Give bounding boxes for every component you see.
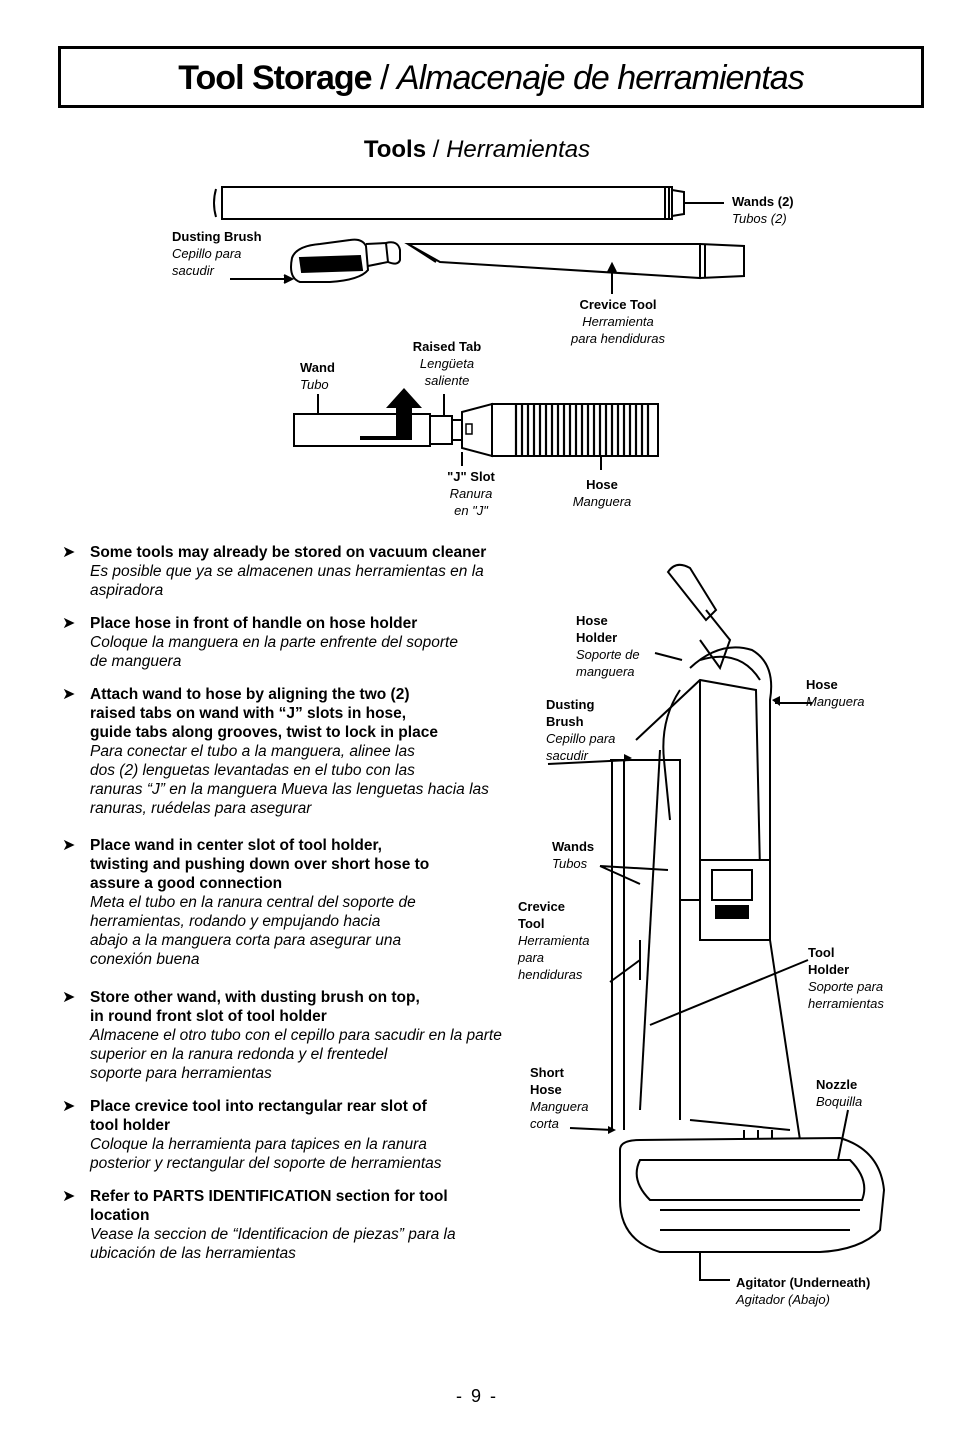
label-crevice-tool-top: Crevice Tool Herramienta para hendiduras (571, 297, 665, 346)
label-short-hose: Short Hose Manguera corta (530, 1065, 589, 1131)
bullet-arrow-icon: ➤ (62, 1188, 76, 1205)
label-dusting-brush-vacuum: Dusting Brush Cepillo para sacudir (546, 697, 616, 763)
title-box: Tool Storage / Almacenaje de herramienta… (58, 46, 924, 108)
instruction-7: ➤ Refer to PARTS IDENTIFICATION section … (62, 1188, 456, 1262)
bullet-arrow-icon: ➤ (62, 1098, 76, 1115)
title-separator: / (371, 59, 397, 97)
instruction-3: ➤ Attach wand to hose by aligning the tw… (62, 686, 489, 817)
label-wands-vacuum: Wands Tubos (552, 839, 595, 871)
label-crevice-tool-vacuum: Crevice Tool Herramienta para hendiduras (518, 899, 590, 982)
label-j-slot: "J" Slot Ranura en "J" (447, 469, 495, 518)
wand-hose-assembly (293, 394, 659, 470)
label-dusting-brush-top: Dusting Brush Cepillo para sacudir (172, 229, 262, 278)
label-hose-holder: Hose Holder Soporte de manguera (576, 613, 640, 679)
raised-tab-arrow (360, 388, 422, 440)
title-es: Almacenaje de herramientas (396, 59, 805, 97)
page-title: Tool Storage / Almacenaje de herramienta… (61, 59, 921, 98)
label-agitator: Agitator (Underneath) Agitador (Abajo) (736, 1275, 871, 1307)
instruction-4: ➤ Place wand in center slot of tool hold… (62, 837, 430, 968)
wand-illustration (213, 186, 724, 220)
bullet-arrow-icon: ➤ (62, 544, 76, 561)
crevice-tool-illustration (404, 243, 745, 294)
bullet-arrow-icon: ➤ (62, 837, 76, 854)
bullet-arrow-icon: ➤ (62, 686, 76, 703)
bullet-arrow-icon: ➤ (62, 615, 76, 632)
label-raised-tab: Raised Tab Lengüeta saliente (412, 339, 482, 388)
label-nozzle: Nozzle Boquilla (816, 1077, 863, 1109)
instruction-5: ➤ Store other wand, with dusting brush o… (62, 989, 502, 1082)
instruction-1: ➤ Some tools may already be stored on va… (62, 544, 487, 599)
label-hose-top: Hose Manguera (572, 477, 632, 509)
instruction-2: ➤ Place hose in front of handle on hose … (62, 615, 458, 670)
bullet-arrow-icon: ➤ (62, 989, 76, 1006)
label-hose-vacuum: Hose Manguera (806, 677, 865, 709)
page-number: - 9 - (455, 1386, 498, 1406)
vacuum-illustration (547, 563, 886, 1281)
subtitle-es: Herramientas (446, 136, 591, 163)
subtitle-en: Tools (363, 136, 427, 163)
label-tool-holder: Tool Holder Soporte para herramientas (808, 945, 884, 1011)
label-wand: Wand Tubo (300, 360, 335, 392)
title-en: Tool Storage (178, 59, 372, 97)
subtitle-separator: / (426, 136, 447, 163)
hose-ribs (514, 404, 650, 456)
dusting-brush-illustration (230, 238, 401, 284)
label-wands-2: Wands (2) Tubos (2) (732, 194, 794, 226)
j-slot-mark (465, 423, 473, 435)
section-subtitle: Tools / Herramientas (0, 136, 954, 164)
instruction-6: ➤ Place crevice tool into rectangular re… (62, 1098, 442, 1172)
